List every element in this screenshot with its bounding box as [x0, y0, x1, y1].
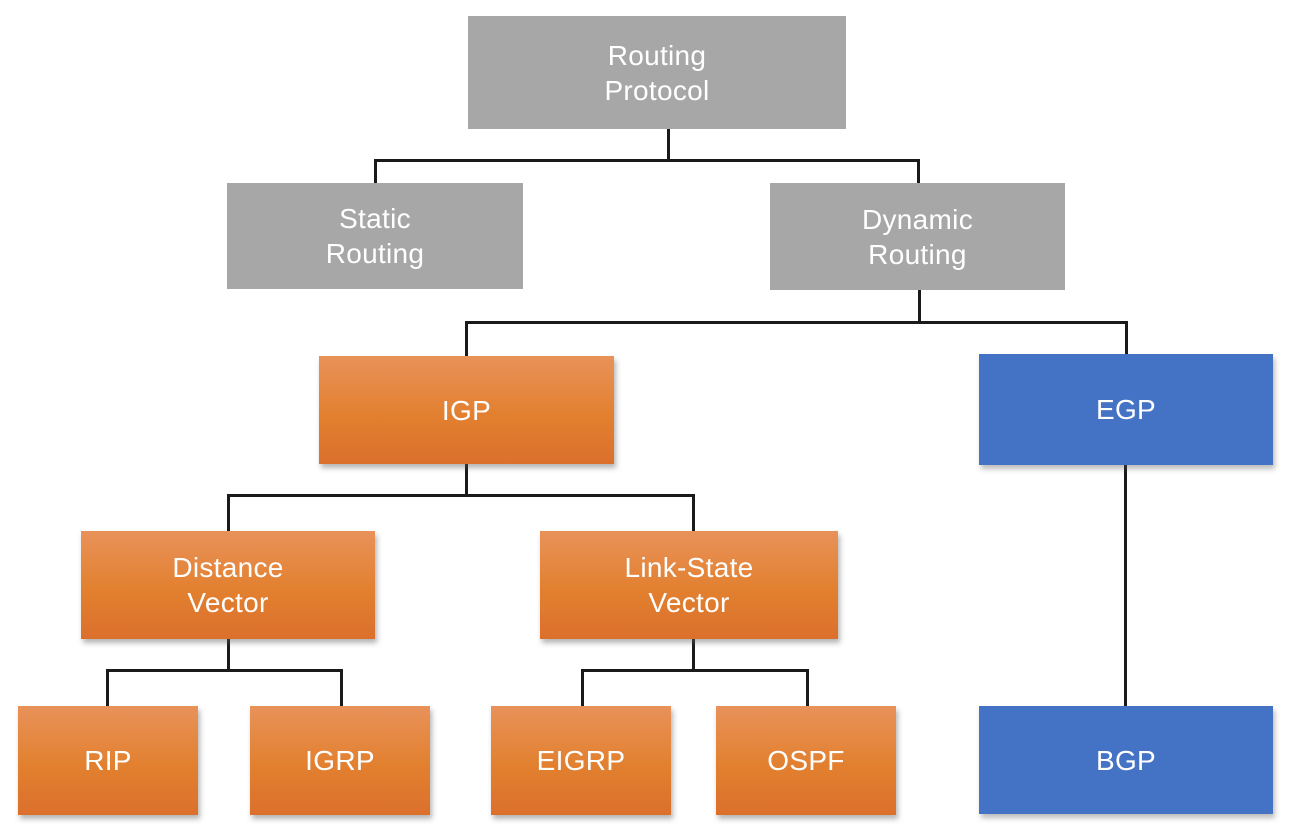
- node-igp: IGP: [319, 356, 614, 464]
- node-igrp: IGRP: [250, 706, 430, 815]
- connector-level2-horizontal: [465, 321, 1128, 324]
- connector-egp-drop: [1125, 321, 1128, 355]
- node-routing-protocol: Routing Protocol: [468, 16, 846, 129]
- node-bgp: BGP: [979, 706, 1273, 814]
- connector-static-drop: [374, 159, 377, 185]
- connector-level3-horizontal: [227, 494, 695, 497]
- connector-igp-stub: [465, 464, 468, 496]
- connector-ls-horizontal: [581, 669, 809, 672]
- node-egp: EGP: [979, 354, 1273, 465]
- connector-link-state-stub: [692, 639, 695, 672]
- node-eigrp: EIGRP: [491, 706, 671, 815]
- connector-link-state-drop: [692, 494, 695, 532]
- connector-igrp-drop: [340, 669, 343, 708]
- connector-level1-horizontal: [374, 159, 920, 162]
- node-rip: RIP: [18, 706, 198, 815]
- node-ospf: OSPF: [716, 706, 896, 815]
- node-distance-vector: Distance Vector: [81, 531, 375, 639]
- connector-rip-drop: [106, 669, 109, 708]
- connector-root-stub: [667, 128, 670, 162]
- connector-dynamic-stub: [918, 290, 921, 324]
- node-static-routing: Static Routing: [227, 183, 523, 289]
- node-link-state-vector: Link-State Vector: [540, 531, 838, 639]
- connector-eigrp-drop: [581, 669, 584, 708]
- connector-ospf-drop: [806, 669, 809, 708]
- connector-distance-vector-drop: [227, 494, 230, 532]
- connector-egp-bgp: [1124, 465, 1127, 707]
- connector-dynamic-drop: [917, 159, 920, 185]
- connector-distance-vector-stub: [227, 639, 230, 672]
- connector-dv-horizontal: [106, 669, 343, 672]
- node-dynamic-routing: Dynamic Routing: [770, 183, 1065, 290]
- connector-igp-drop: [465, 321, 468, 357]
